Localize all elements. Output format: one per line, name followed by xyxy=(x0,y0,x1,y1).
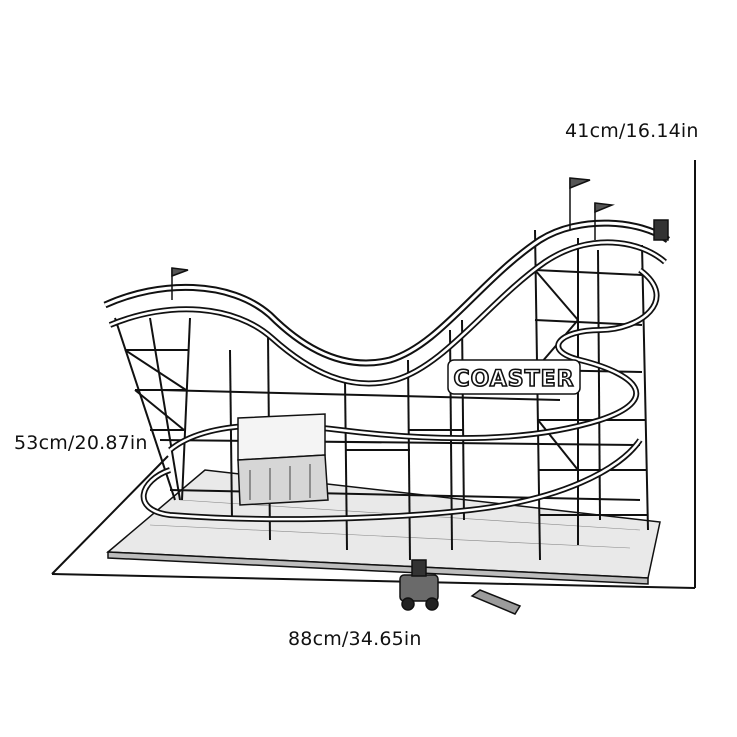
coaster-track xyxy=(103,219,671,523)
right-flag-2 xyxy=(594,202,615,214)
height-dimension-label: 41cm/16.14in xyxy=(565,120,699,142)
coaster-car xyxy=(399,559,439,611)
width-guide-line xyxy=(51,573,696,589)
station-building xyxy=(237,413,329,506)
tower-top-cap xyxy=(653,219,669,241)
width-dimension-label: 88cm/34.65in xyxy=(288,628,422,650)
right-flag-1 xyxy=(569,177,591,190)
flags xyxy=(171,177,669,300)
support-structure xyxy=(114,229,649,561)
depth-dimension-label: 53cm/20.87in xyxy=(14,432,148,454)
coaster-sign: COASTER xyxy=(447,359,581,395)
depth-guide-line xyxy=(51,455,169,575)
coaster-sign-text: COASTER xyxy=(453,367,574,392)
track-piece xyxy=(470,589,522,615)
dimension-lines xyxy=(51,160,696,589)
left-flag xyxy=(171,267,189,278)
